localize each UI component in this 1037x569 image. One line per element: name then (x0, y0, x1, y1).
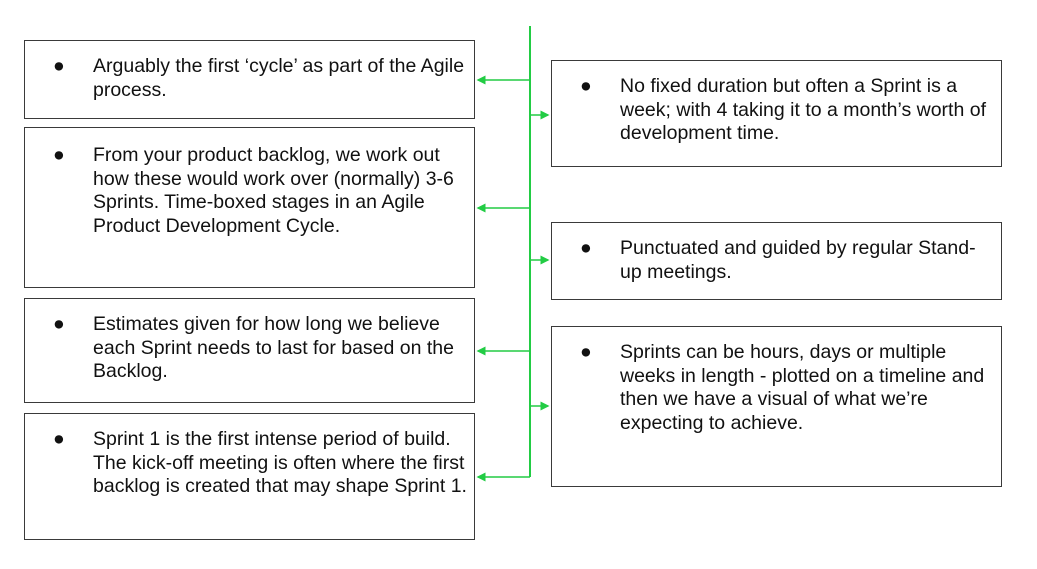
right-box-1-text: No fixed duration but often a Sprint is … (620, 75, 986, 144)
bullet-glyph: ● (53, 55, 65, 77)
left-box-3-text: Estimates given for how long we believe … (93, 313, 454, 382)
left-box-4-item: ● Sprint 1 is the first intense period o… (53, 428, 468, 499)
right-box-1: ● No fixed duration but often a Sprint i… (551, 60, 1002, 167)
left-box-1-item: ● Arguably the first ‘cycle’ as part of … (53, 55, 468, 102)
right-box-3-text: Sprints can be hours, days or multiple w… (620, 341, 985, 434)
bullet-glyph: ● (53, 313, 65, 335)
bullet-glyph: ● (53, 144, 65, 166)
left-box-4-text: Sprint 1 is the first intense period of … (93, 428, 467, 497)
left-box-4: ● Sprint 1 is the first intense period o… (24, 413, 475, 540)
left-box-3-item: ● Estimates given for how long we believ… (53, 313, 468, 384)
bullet-glyph: ● (580, 341, 592, 363)
left-box-2-text: From your product backlog, we work out h… (93, 144, 454, 237)
right-box-1-item: ● No fixed duration but often a Sprint i… (580, 75, 995, 146)
left-box-2-item: ● From your product backlog, we work out… (53, 144, 468, 238)
right-box-2-text: Punctuated and guided by regular Stand-u… (620, 237, 976, 283)
right-box-3-item: ● Sprints can be hours, days or multiple… (580, 341, 995, 435)
left-box-1: ● Arguably the first ‘cycle’ as part of … (24, 40, 475, 119)
right-box-2: ● Punctuated and guided by regular Stand… (551, 222, 1002, 300)
right-box-3: ● Sprints can be hours, days or multiple… (551, 326, 1002, 487)
left-box-3: ● Estimates given for how long we believ… (24, 298, 475, 403)
right-box-2-item: ● Punctuated and guided by regular Stand… (580, 237, 995, 284)
left-box-1-text: Arguably the first ‘cycle’ as part of th… (93, 55, 465, 101)
left-box-2: ● From your product backlog, we work out… (24, 127, 475, 288)
bullet-glyph: ● (53, 428, 65, 450)
bullet-glyph: ● (580, 237, 592, 259)
bullet-glyph: ● (580, 75, 592, 97)
